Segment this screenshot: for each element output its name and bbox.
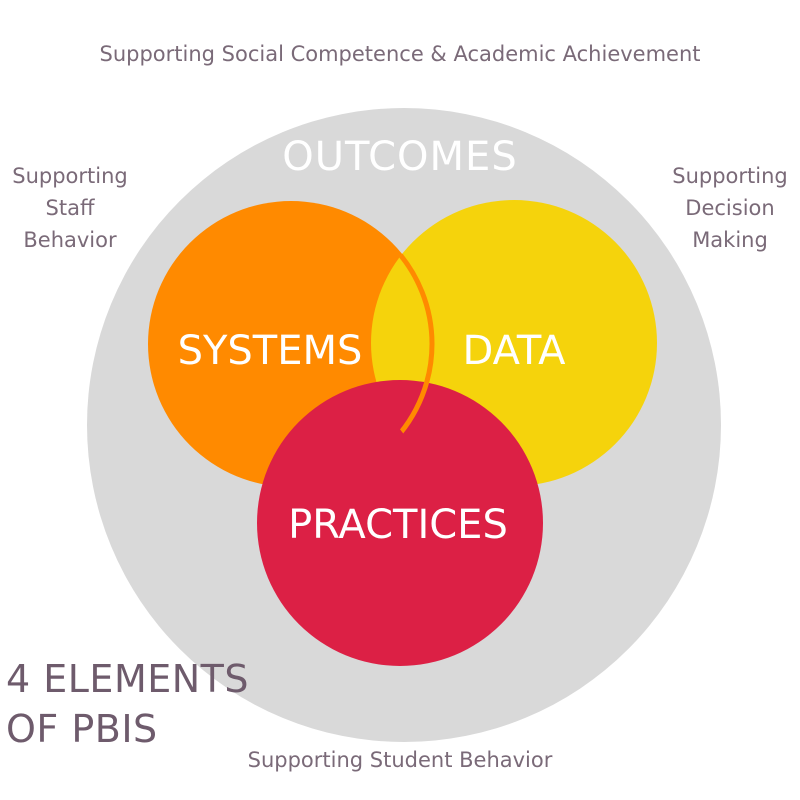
diagram-title: 4 ELEMENTS OF PBIS bbox=[6, 654, 249, 754]
top-caption: Supporting Social Competence & Academic … bbox=[99, 42, 701, 66]
practices-label: PRACTICES bbox=[288, 502, 508, 548]
bottom-caption: Supporting Student Behavior bbox=[247, 748, 553, 772]
outcomes-label: OUTCOMES bbox=[282, 134, 517, 180]
title-line: 4 ELEMENTS bbox=[6, 657, 250, 701]
left-caption-line: Staff bbox=[45, 196, 95, 220]
left-caption-line: Supporting bbox=[12, 164, 128, 188]
systems-outline-over-data bbox=[371, 200, 435, 486]
right-caption: Supporting Decision Making bbox=[660, 160, 800, 256]
right-caption-line: Decision bbox=[685, 196, 775, 220]
title-line: OF PBIS bbox=[6, 707, 158, 751]
data-label: DATA bbox=[462, 328, 566, 374]
practices-circle bbox=[257, 380, 543, 666]
right-caption-line: Supporting bbox=[672, 164, 788, 188]
left-caption: Supporting Staff Behavior bbox=[0, 160, 140, 256]
systems-label: SYSTEMS bbox=[178, 328, 363, 374]
left-caption-line: Behavior bbox=[23, 228, 117, 252]
right-caption-line: Making bbox=[692, 228, 768, 252]
